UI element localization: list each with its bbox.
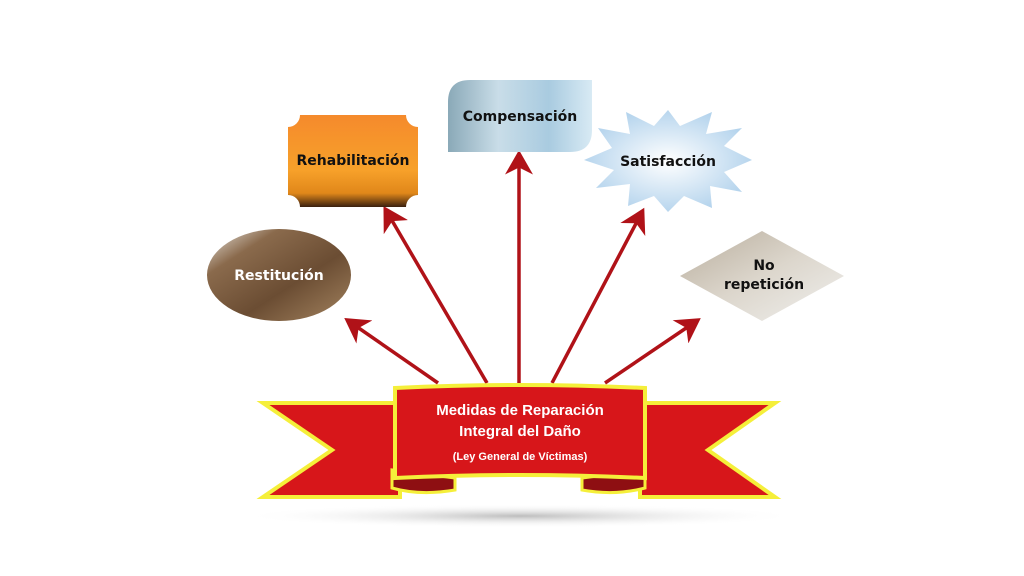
no-repeticion-label-line1: No [753, 258, 775, 274]
compensacion-label: Compensación [463, 109, 577, 125]
banner-subtitle: (Ley General de Víctimas) [453, 451, 588, 463]
arrow-rehabilitacion [383, 205, 489, 384]
banner-title-line2: Integral del Daño [459, 423, 581, 440]
no-repeticion-label-line2: repetición [724, 277, 804, 293]
banner-center [393, 383, 647, 481]
node-no-repeticion: No repetición [680, 231, 844, 321]
banner-right-tail [638, 401, 782, 499]
node-restitucion: Restitución [207, 229, 351, 321]
restitucion-label: Restitución [234, 268, 323, 284]
node-compensacion: Compensación [448, 80, 592, 152]
arrow-satisfaccion [550, 207, 646, 384]
node-satisfaccion: Satisfacción [584, 110, 752, 212]
arrows [344, 150, 701, 385]
node-rehabilitacion: Rehabilitación [288, 115, 418, 207]
banner: Medidas de Reparación Integral del Daño … [240, 383, 800, 528]
banner-left-tail [256, 401, 402, 499]
arrow-no-repeticion [604, 318, 701, 385]
rehabilitacion-label: Rehabilitación [297, 153, 410, 169]
banner-title-line1: Medidas de Reparación [436, 402, 604, 419]
banner-shadow [240, 504, 800, 528]
arrow-restitucion [344, 318, 439, 385]
satisfaccion-label: Satisfacción [620, 154, 716, 170]
